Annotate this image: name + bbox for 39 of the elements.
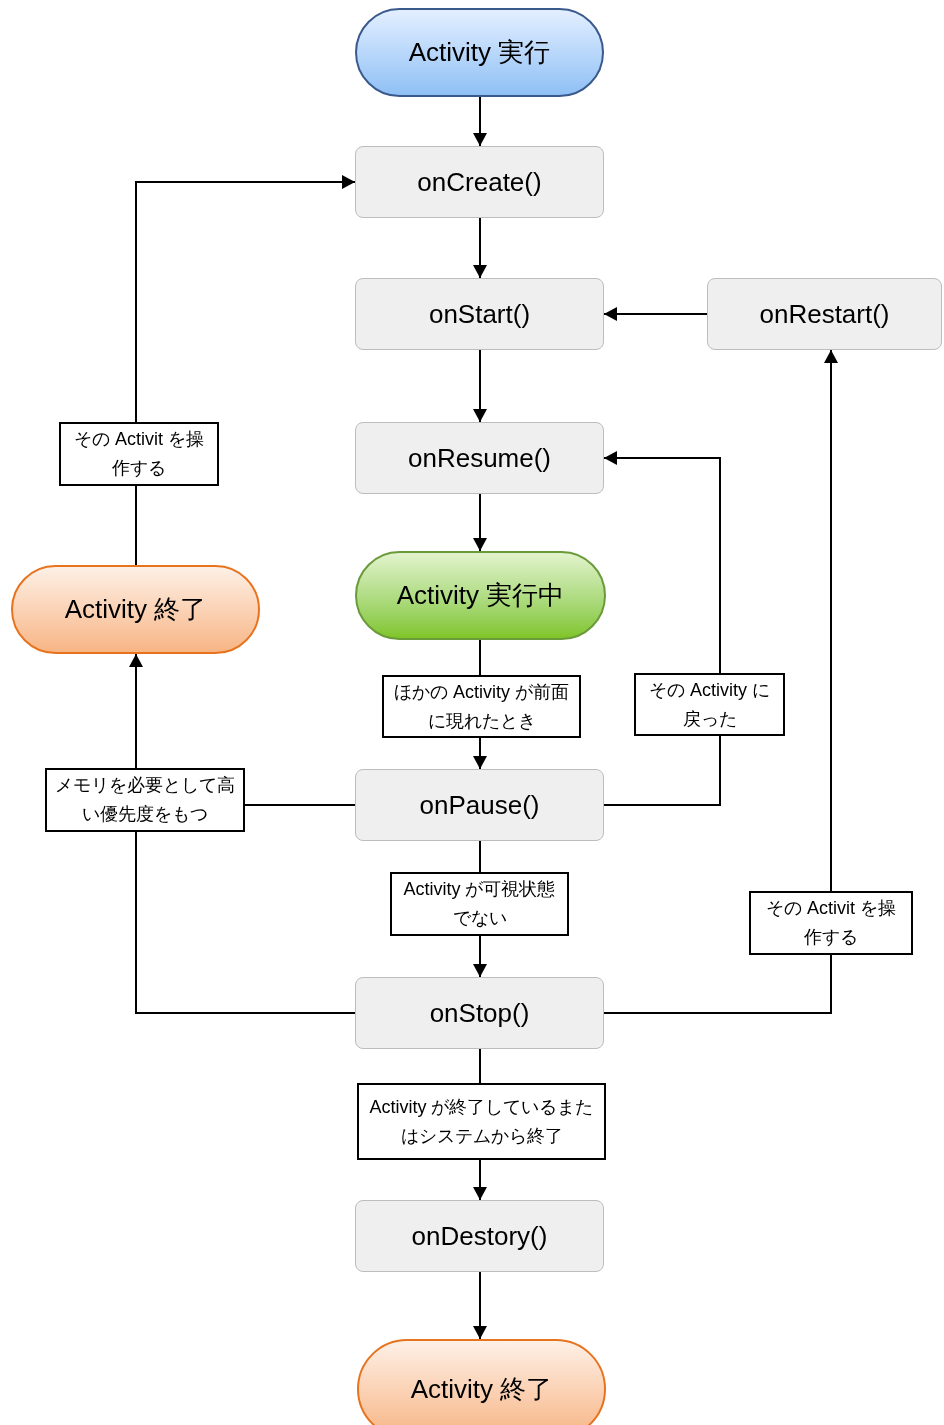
connector (473, 217, 487, 279)
connector (473, 1159, 487, 1201)
process-box: onPause() (355, 769, 604, 841)
process-box: onStop() (355, 977, 604, 1049)
condition-box: Activity が可視状態でない (390, 872, 569, 936)
connector (135, 485, 137, 566)
condition-box: その Activity に戻った (634, 673, 785, 736)
connector (479, 840, 481, 873)
connector (473, 935, 487, 978)
start-terminal: Activity 実行 (355, 8, 604, 97)
process-box: onCreate() (355, 146, 604, 218)
connector (129, 653, 143, 769)
process-box: onResume() (355, 422, 604, 494)
connector (244, 804, 356, 806)
connector (603, 451, 721, 674)
connector (473, 349, 487, 423)
connector (473, 493, 487, 552)
condition-box: その Activit を操作する (59, 422, 219, 486)
connector (824, 349, 838, 892)
connector (473, 737, 487, 770)
connector (603, 735, 721, 806)
connector (473, 1271, 487, 1340)
connector (135, 175, 356, 423)
connector (479, 639, 481, 676)
connector (479, 1048, 481, 1084)
connector (603, 954, 832, 1014)
condition-box: ほかの Activity が前面に現れたとき (382, 675, 581, 738)
process-box: onDestory() (355, 1200, 604, 1272)
connector (135, 831, 356, 1014)
end-terminal: Activity 終了 (357, 1339, 606, 1425)
condition-box: メモリを必要として高い優先度をもつ (45, 768, 245, 832)
process-box: onRestart() (707, 278, 942, 350)
condition-box: Activity が終了しているまたはシステムから終了 (357, 1083, 606, 1160)
running-terminal: Activity 実行中 (355, 551, 606, 640)
process-box: onStart() (355, 278, 604, 350)
condition-box: その Activit を操作する (749, 891, 913, 955)
connector (473, 96, 487, 147)
connector (603, 307, 708, 321)
end-terminal: Activity 終了 (11, 565, 260, 654)
